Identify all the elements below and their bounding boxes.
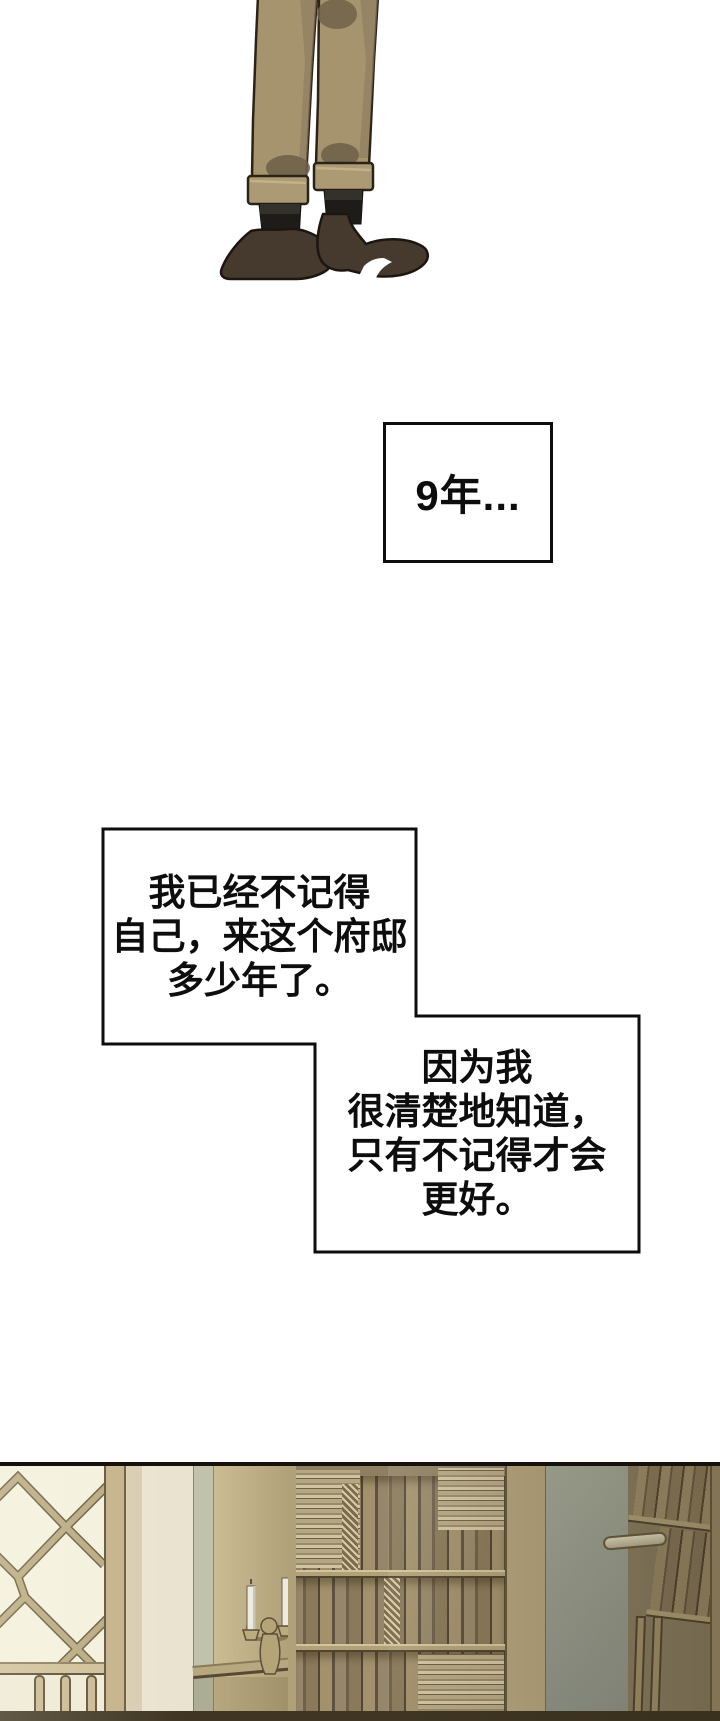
candle-left-shade xyxy=(253,1586,256,1630)
window-sill xyxy=(0,1662,104,1675)
caption-union-border xyxy=(101,827,641,1254)
bookshelf-frame-left xyxy=(288,1466,296,1721)
right-trouser-cuff-shade xyxy=(321,143,359,167)
left-trouser-shading xyxy=(299,0,317,162)
floor-band xyxy=(0,1711,720,1721)
bookshelf xyxy=(288,1466,545,1721)
caption-2-line-2: 自己，来这个府邸 xyxy=(111,915,408,957)
caption-box-1: 9年... xyxy=(383,422,553,563)
right-sock-band xyxy=(325,190,362,200)
right-shoe-arch-gap xyxy=(358,258,392,278)
caption-3-line-4: 更好。 xyxy=(421,1179,533,1220)
candle-cup-left xyxy=(241,1629,261,1641)
right-trouser-shading xyxy=(359,0,378,158)
caption-3-line-2: 很清楚地知道， xyxy=(347,1091,607,1132)
sconce-body xyxy=(259,1633,281,1675)
stacked-books xyxy=(418,1654,504,1714)
left-shoe xyxy=(219,227,334,281)
caption-2-line-1: 我已经不记得 xyxy=(148,871,371,913)
caption-box-2: 我已经不记得 自己，来这个府邸 多少年了。 xyxy=(103,829,416,1044)
patterned-book-spine xyxy=(384,1578,400,1644)
sage-wall-strip xyxy=(193,1466,214,1721)
stacked-books xyxy=(438,1468,504,1530)
caption-box-3: 因为我 很清楚地知道， 只有不记得才会 更好。 xyxy=(315,1016,639,1252)
caption-3-line-3: 只有不记得才会 xyxy=(347,1135,607,1176)
sconce-medallion xyxy=(260,1617,278,1635)
glass-reflection xyxy=(388,1466,506,1721)
room-scene xyxy=(0,1462,720,1721)
right-trouser-top-shade xyxy=(317,0,357,29)
candle-wicks xyxy=(250,1576,287,1584)
caption-2-line-3: 多少年了。 xyxy=(167,959,352,1001)
shelf-board xyxy=(288,1570,510,1578)
window-frame-column xyxy=(104,1466,126,1721)
caption-box-2-3-outline xyxy=(101,827,641,1254)
caption-3-line-1: 因为我 xyxy=(421,1047,533,1088)
left-sock-band xyxy=(260,204,300,214)
bookshelf-frame-right xyxy=(505,1466,545,1721)
cabinet-frame-edge xyxy=(710,1466,720,1721)
right-cuff-highlight xyxy=(315,166,372,172)
patterned-book-spine xyxy=(342,1484,358,1570)
legs-illustration xyxy=(219,0,429,281)
left-trouser-knee-shade xyxy=(266,155,310,181)
shelf-board xyxy=(288,1644,510,1652)
cream-wall-pillar xyxy=(126,1466,142,1721)
right-shoe xyxy=(316,212,429,278)
sage-back-wall xyxy=(545,1466,628,1721)
left-cuff-highlight xyxy=(249,179,307,185)
caption-1-text: 9年... xyxy=(415,472,521,519)
